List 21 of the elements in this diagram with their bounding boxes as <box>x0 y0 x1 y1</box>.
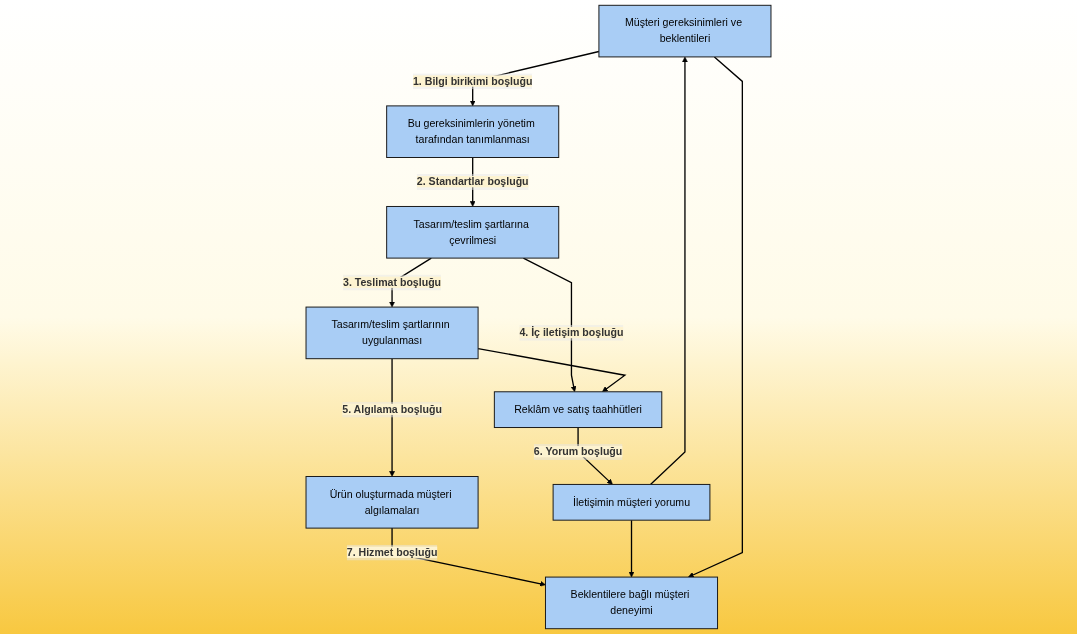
node-box: Beklentilere bağlı müşteri deneyimi <box>544 576 719 630</box>
node-box: Müşteri gereksinimleri ve beklentileri <box>598 4 772 58</box>
arrow <box>389 358 395 477</box>
arrow <box>477 347 627 393</box>
arrow <box>628 519 635 578</box>
edge-label: 4. İç iletişim boşluğu <box>519 326 624 339</box>
node-box: Tasarım/teslim şartlarına çevrilmesi <box>386 206 560 259</box>
arrow <box>649 56 688 486</box>
node-box: Tasarım/teslim şartlarının uygulanması <box>305 306 479 360</box>
node-box: Reklâm ve satış taahhütleri <box>493 391 663 428</box>
edge-label: 7. Hizmet boşluğu <box>346 546 438 558</box>
edge-label: 5. Algılama boşluğu <box>342 403 442 415</box>
node-box: İletişimin müşteri yorumu <box>552 483 711 521</box>
edge-label: 1. Bilgi birikimi boşluğu <box>412 75 533 87</box>
edge-label: 3. Teslimat boşluğu <box>343 276 442 288</box>
node-box: Ürün oluşturmada müşteri algılamaları <box>305 476 479 529</box>
node-box: Bu gereksinimlerin yönetim tarafından tanımlanması <box>386 105 560 158</box>
arrow <box>522 257 577 393</box>
arrow <box>688 56 743 578</box>
edge-label: 2. Standartlar boşluğu <box>416 176 529 188</box>
edge-label: 6. Yorum boşluğu <box>533 446 623 458</box>
